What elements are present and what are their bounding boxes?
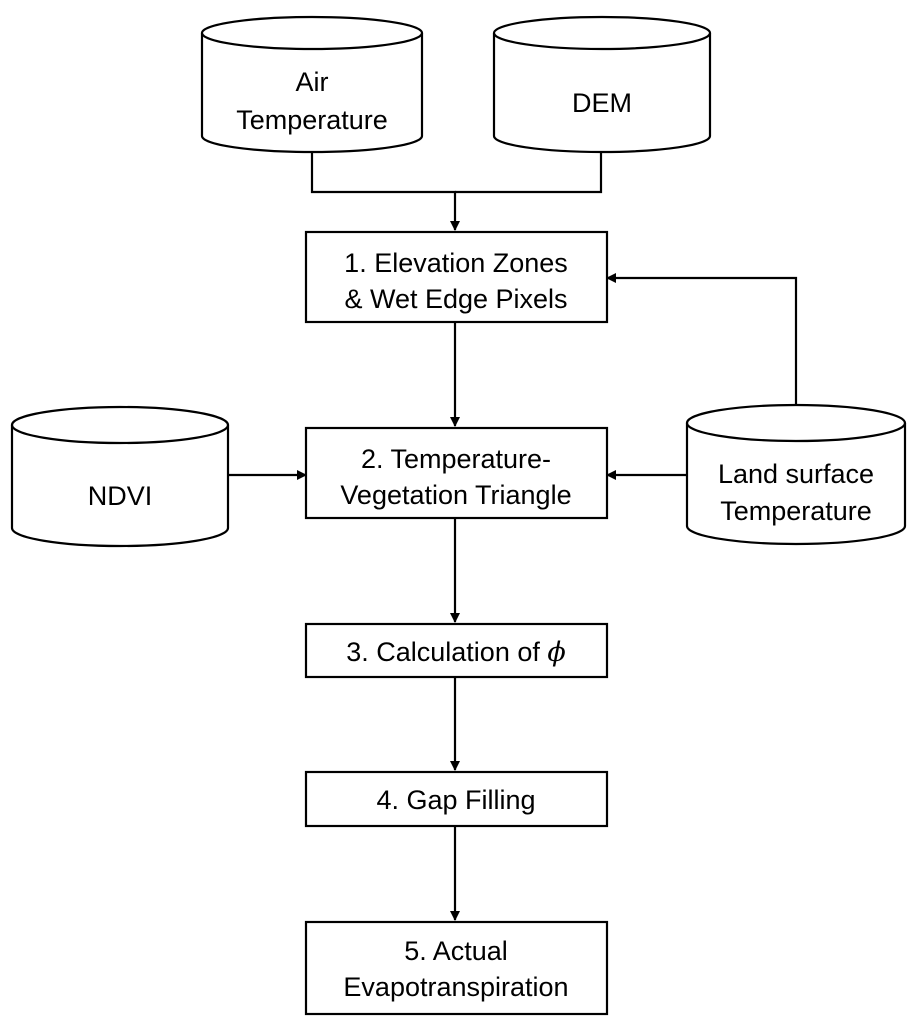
dem-cylinder: DEM (492, 15, 712, 154)
connector-lst-to-step1 (606, 273, 798, 405)
step5-box: 5. Actual Evapotranspiration (304, 920, 609, 1016)
step4-box: 4. Gap Filling (304, 770, 609, 828)
step5-label-line2: Evapotranspiration (343, 972, 568, 1002)
air-temperature-label-line2: Temperature (236, 105, 388, 135)
connector-dem-to-step1 (455, 150, 603, 194)
connector-air-temperature-to-step1 (310, 150, 460, 231)
step1-label-line2: & Wet Edge Pixels (344, 284, 567, 314)
ndvi-cylinder: NDVI (10, 405, 230, 548)
step3-box: 3. Calculation of ϕ (304, 622, 609, 679)
step2-box: 2. Temperature- Vegetation Triangle (304, 426, 609, 520)
step3-label: 3. Calculation of ϕ (346, 637, 566, 668)
land-surface-temperature-label-line1: Land surface (718, 459, 874, 489)
air-temperature-label-line1: Air (296, 67, 329, 97)
step4-label: 4. Gap Filling (376, 785, 535, 815)
phi-symbol: ϕ (547, 637, 565, 668)
land-surface-temperature-label-line2: Temperature (720, 496, 872, 526)
dem-label: DEM (572, 88, 632, 118)
step2-label-line2: Vegetation Triangle (340, 480, 571, 510)
step3-label-text: 3. Calculation of (346, 637, 547, 667)
step1-label-line1: 1. Elevation Zones (344, 248, 568, 278)
ndvi-label: NDVI (88, 481, 153, 511)
land-surface-temperature-cylinder: Land surface Temperature (685, 403, 907, 546)
air-temperature-cylinder: Air Temperature (200, 15, 424, 154)
step2-label-line1: 2. Temperature- (361, 444, 551, 474)
step1-box: 1. Elevation Zones & Wet Edge Pixels (304, 230, 609, 324)
step5-label-line1: 5. Actual (404, 936, 508, 966)
connectors (227, 150, 798, 921)
